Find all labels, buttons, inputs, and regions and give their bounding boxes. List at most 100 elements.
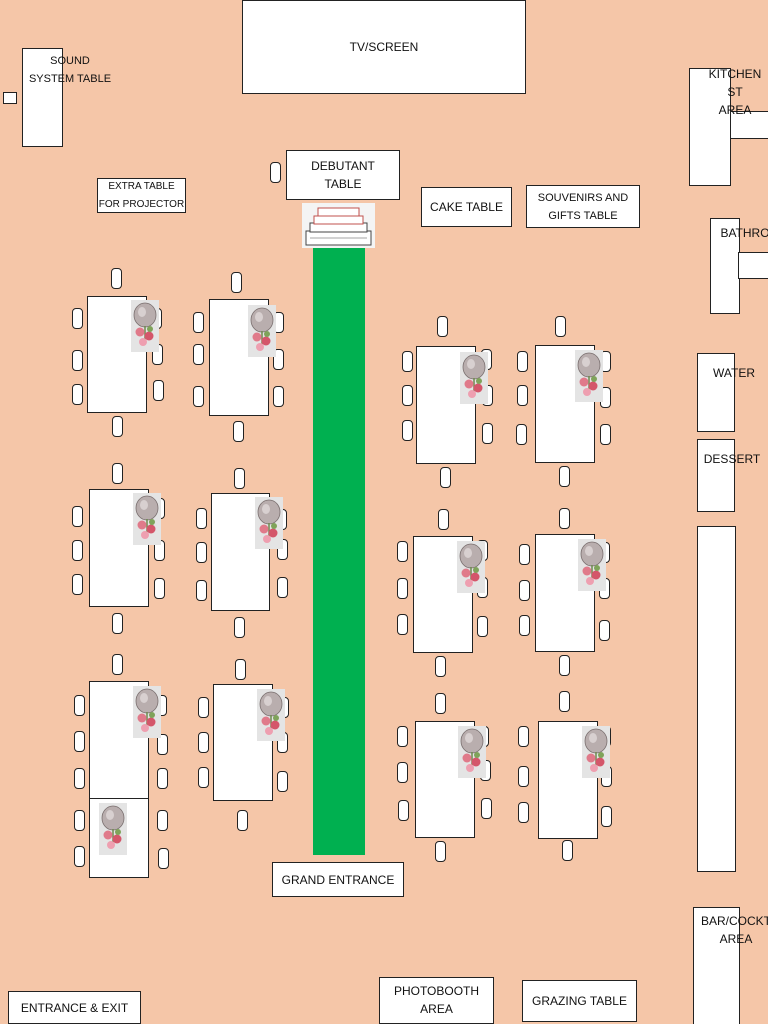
floral-centerpiece-icon: [131, 300, 159, 352]
chair-icon: [72, 574, 83, 595]
cake-table-box: [421, 187, 512, 227]
chair-icon: [438, 509, 449, 530]
chair-icon: [402, 420, 413, 441]
long-buffet-table: [697, 526, 736, 872]
bar-box: [693, 907, 740, 1024]
chair-icon: [402, 351, 413, 372]
chair-icon: [559, 691, 570, 712]
chair-icon: [153, 380, 164, 401]
chair-icon: [235, 659, 246, 680]
chair-icon: [397, 578, 408, 599]
floral-centerpiece-icon: [255, 497, 283, 549]
chair-icon: [74, 768, 85, 789]
dessert-label: DESSERT: [703, 452, 761, 466]
chair-icon: [435, 841, 446, 862]
chair-icon: [72, 506, 83, 527]
chair-icon: [72, 540, 83, 561]
chair-icon: [157, 810, 168, 831]
chair-icon: [237, 810, 248, 831]
green-carpet-aisle: [313, 248, 365, 855]
dessert-box: [697, 439, 735, 512]
chair-icon: [519, 544, 530, 565]
chair-icon: [111, 268, 122, 289]
chair-icon: [112, 416, 123, 437]
entrance-exit-box: [8, 991, 141, 1024]
chair-icon: [277, 771, 288, 792]
cake-stage-icon: [302, 203, 375, 248]
chair-icon: [74, 810, 85, 831]
floral-centerpiece-icon: [257, 689, 285, 741]
chair-icon: [154, 578, 165, 599]
chair-icon: [398, 800, 409, 821]
sound-system-table: [22, 48, 63, 147]
chair-icon: [198, 732, 209, 753]
floral-centerpiece-icon: [248, 305, 276, 357]
chair-icon: [482, 423, 493, 444]
chair-icon: [157, 734, 168, 755]
chair-icon: [112, 613, 123, 634]
chair-icon: [600, 424, 611, 445]
floral-centerpiece-icon: [575, 350, 603, 402]
floral-centerpiece-icon: [457, 541, 485, 593]
tv-screen-box: [242, 0, 526, 94]
extra-table-box: [97, 178, 186, 213]
photobooth-label: PHOTOBOOTH AREA: [393, 984, 480, 1016]
chair-icon: [158, 848, 169, 869]
chair-icon: [273, 349, 284, 370]
chair-icon: [517, 385, 528, 406]
grand-entrance-box: [272, 862, 404, 897]
chair-icon: [196, 508, 207, 529]
chair-icon: [559, 508, 570, 529]
chair-icon: [435, 656, 446, 677]
entrance-exit-label: ENTRANCE & EXIT: [20, 1000, 129, 1015]
chair-icon: [74, 731, 85, 752]
chair-icon: [435, 693, 446, 714]
bar-label: BAR/COCKT AREA: [700, 914, 768, 946]
chair-icon: [231, 272, 242, 293]
chair-icon: [157, 768, 168, 789]
chair-icon: [234, 468, 245, 489]
debutant-table-box: [286, 150, 400, 200]
cake-table-label: CAKE TABLE: [430, 200, 503, 214]
chair-icon: [518, 726, 529, 747]
kitchen-counter: [730, 111, 768, 139]
chair-icon: [397, 762, 408, 783]
floral-centerpiece-icon: [133, 493, 161, 545]
chair-icon: [562, 840, 573, 861]
grazing-table-box: [522, 980, 637, 1022]
chair-icon: [599, 620, 610, 641]
extra-table-label: EXTRA TABLE FOR PROJECTOR: [98, 180, 185, 210]
floral-centerpiece-icon: [99, 803, 127, 855]
floral-centerpiece-icon: [460, 352, 488, 404]
chair-icon: [397, 614, 408, 635]
floral-centerpiece-icon: [458, 726, 486, 778]
chair-icon: [233, 421, 244, 442]
chair-icon: [72, 384, 83, 405]
chair-icon: [198, 697, 209, 718]
chair-icon: [193, 386, 204, 407]
floral-centerpiece-icon: [133, 686, 161, 738]
water-box: [697, 353, 735, 432]
chair-icon: [477, 616, 488, 637]
kitchen-box: [689, 68, 731, 186]
water-label: WATER: [713, 366, 755, 380]
chair-icon: [559, 655, 570, 676]
chair-icon: [74, 695, 85, 716]
bathroom-counter: [738, 252, 768, 279]
chair-icon: [559, 466, 570, 487]
chair-icon: [196, 542, 207, 563]
chair-icon: [112, 654, 123, 675]
sound-system-label: SOUND SYSTEM TABLE: [28, 55, 112, 85]
chair-icon: [277, 577, 288, 598]
sound-system-speaker: [3, 92, 17, 104]
chair-icon: [519, 580, 530, 601]
chair-icon: [234, 617, 245, 638]
chair-icon: [198, 767, 209, 788]
floral-centerpiece-icon: [578, 539, 606, 591]
tv-screen-label: TV/SCREEN: [349, 40, 419, 54]
kitchen-label: KITCHEN ST AREA: [708, 67, 762, 117]
bathroom-label: BATHRO: [720, 226, 768, 240]
chair-icon: [72, 350, 83, 371]
chair-icon: [555, 316, 566, 337]
